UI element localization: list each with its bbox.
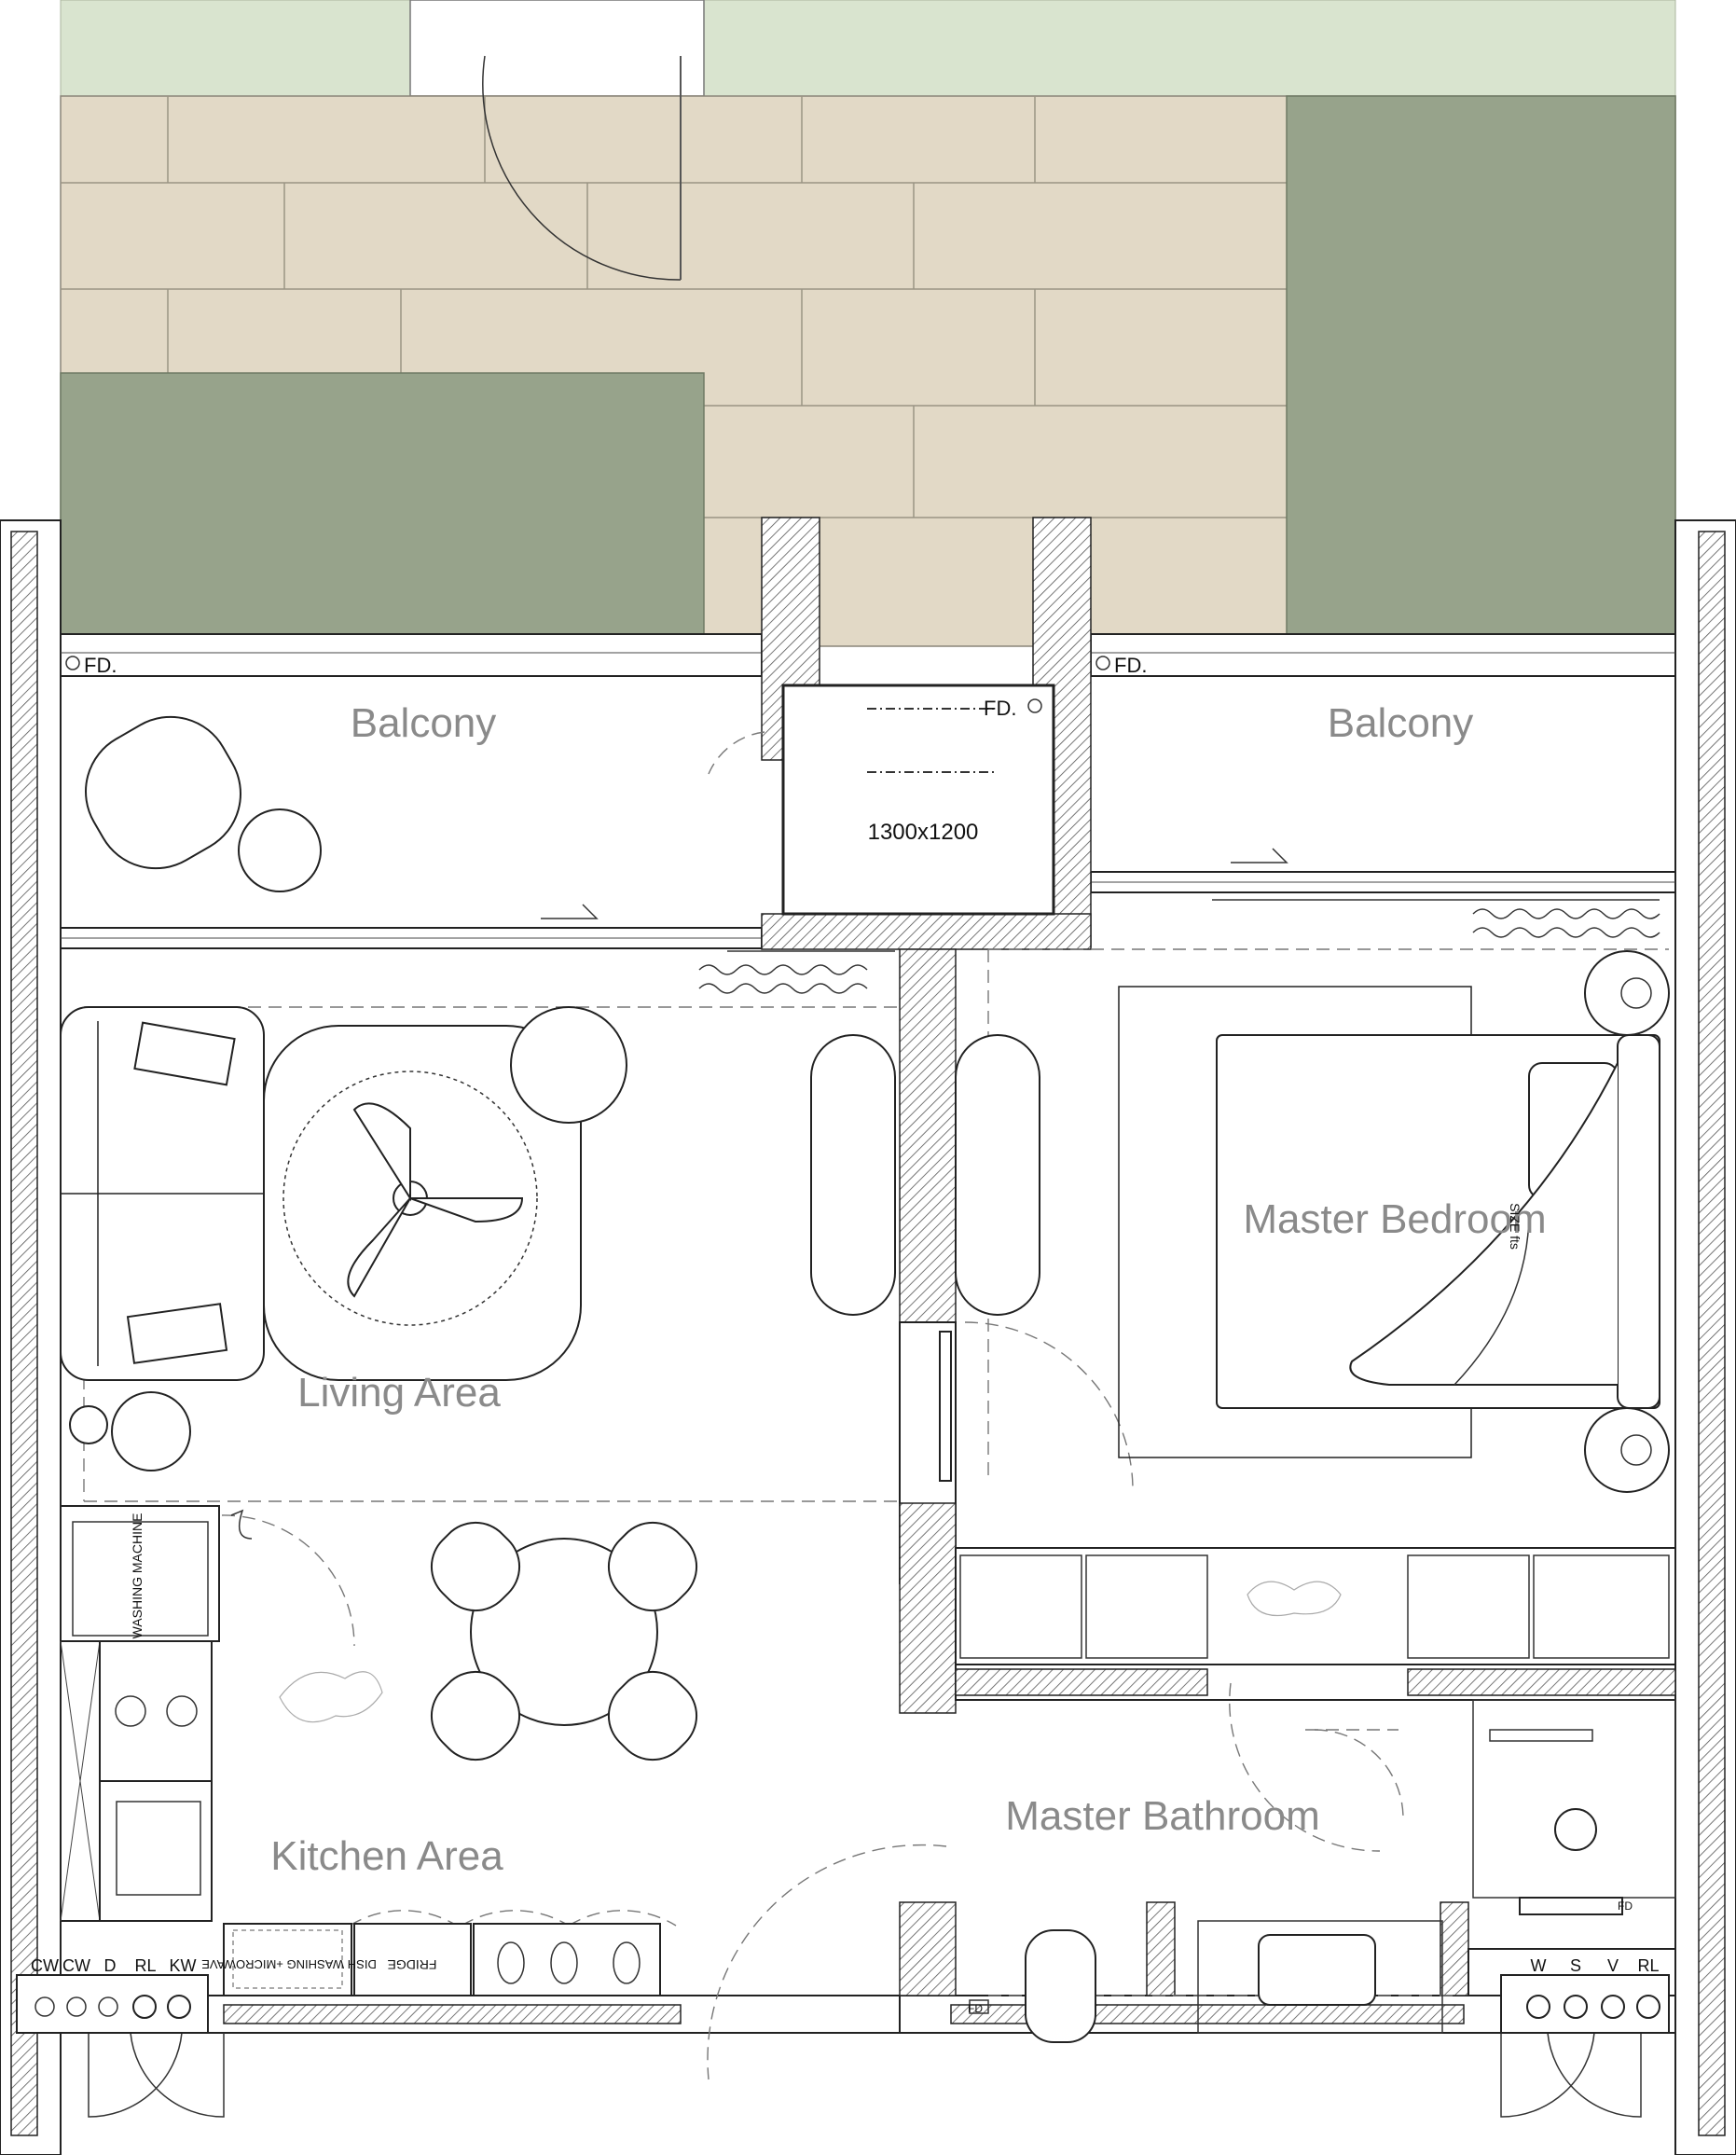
side-table xyxy=(238,808,322,892)
label-master-bedroom: Master Bedroom xyxy=(1243,1196,1546,1242)
planter-right xyxy=(1286,95,1676,647)
entry-path xyxy=(409,0,705,97)
living-furniture xyxy=(60,1006,1040,1471)
shaft-equipment xyxy=(867,698,1042,773)
floor-drain-right-icon xyxy=(1095,656,1110,670)
door-swings xyxy=(88,731,1642,2118)
label-living-area: Living Area xyxy=(297,1370,501,1416)
valve-label: D xyxy=(104,1956,117,1975)
toilet xyxy=(1025,1929,1096,2043)
floor-lamp-stool xyxy=(111,1391,191,1471)
dining-table xyxy=(470,1538,658,1726)
chair-1 xyxy=(430,1521,521,1612)
valve-label: CW xyxy=(62,1956,90,1975)
valve-label: S xyxy=(1570,1956,1581,1975)
planter-left xyxy=(60,372,705,647)
shaft-and-partitions xyxy=(727,517,1676,1996)
wardrobe-row xyxy=(955,1547,1676,1665)
lawn-strip xyxy=(60,0,1676,97)
shower-drain xyxy=(1554,1808,1597,1851)
label-master-bathroom: Master Bathroom xyxy=(1005,1793,1319,1839)
sliding-panels xyxy=(698,908,1660,994)
nightstand-top xyxy=(1584,950,1670,1036)
rail-handle-right xyxy=(1231,848,1288,863)
dishwasher-box xyxy=(223,1923,352,1996)
label-fridge: FRIDGE xyxy=(388,1957,437,1972)
bathroom-fixtures xyxy=(969,1699,1676,2043)
valve-labels-left: CW CW D RL KW xyxy=(31,1956,197,1975)
valve-label: V xyxy=(1607,1956,1619,1975)
valve-label: RL xyxy=(134,1956,156,1975)
round-lamp-table xyxy=(510,1006,627,1124)
nightstand-bottom xyxy=(1584,1407,1670,1493)
label-fd-bath: FD xyxy=(968,2002,983,2015)
balcony-left-furniture xyxy=(85,715,1288,919)
outer-walls xyxy=(0,519,1736,2155)
valve-panels xyxy=(16,1974,1670,2034)
gate-swing xyxy=(482,55,682,281)
towel-rail xyxy=(1489,1729,1593,1742)
label-fd-left: FD. xyxy=(84,654,117,677)
rail-handle-left xyxy=(541,904,599,919)
exterior-terrace xyxy=(60,0,1676,647)
cooktop xyxy=(99,1640,213,1782)
kitchen-units xyxy=(60,1505,661,1996)
floor-drain-left-icon xyxy=(65,656,80,670)
label-fd-shaft: FD. xyxy=(984,697,1016,720)
chair-2 xyxy=(607,1521,698,1612)
label-bed-size: SIZE fts xyxy=(1508,1203,1522,1250)
bedroom-furniture xyxy=(955,950,1676,1665)
fridge-box xyxy=(353,1923,472,1996)
valve-labels-right: W S V RL xyxy=(1531,1956,1660,1975)
chair-4 xyxy=(607,1670,698,1761)
chair-3 xyxy=(430,1670,521,1761)
label-kitchen-area: Kitchen Area xyxy=(270,1833,503,1879)
label-dish-washing: DISH WASHING +MICROWAVE xyxy=(201,1957,377,1971)
sink xyxy=(99,1780,213,1922)
lounge-chair xyxy=(85,715,241,870)
label-fd-shower: FD xyxy=(1618,1899,1633,1913)
floor-drain-bath xyxy=(969,1999,989,2014)
headboard xyxy=(1617,1034,1660,1409)
washing-machine-box xyxy=(60,1505,220,1642)
valve-label: RL xyxy=(1637,1956,1659,1975)
cushion-1 xyxy=(133,1021,236,1086)
shoe-cabinet xyxy=(473,1923,661,1996)
label-shaft-size: 1300x1200 xyxy=(868,820,979,845)
pouf-right xyxy=(955,1034,1040,1316)
shaft-room xyxy=(781,684,1055,916)
label-washing-machine: WASHING MACHINE xyxy=(130,1513,145,1639)
valve-label: KW xyxy=(170,1956,197,1975)
vanity-counter xyxy=(1197,1920,1443,2034)
shower-bench xyxy=(1519,1897,1623,1915)
paver-joints xyxy=(61,96,1287,518)
floor-lamp xyxy=(69,1405,108,1444)
duvet-fold xyxy=(1349,1062,1619,1386)
valve-label: CW xyxy=(31,1956,59,1975)
dining-set xyxy=(430,1521,698,1761)
label-fd-right: FD. xyxy=(1114,654,1147,677)
floor-drain-shaft xyxy=(1027,698,1042,713)
pouf-left xyxy=(810,1034,896,1316)
valve-label: W xyxy=(1531,1956,1547,1975)
label-balcony-right: Balcony xyxy=(1328,700,1474,746)
washbasin xyxy=(1258,1934,1376,2006)
coffee-table xyxy=(282,1071,538,1326)
cushion-2 xyxy=(126,1303,228,1364)
label-balcony-left: Balcony xyxy=(351,700,497,746)
